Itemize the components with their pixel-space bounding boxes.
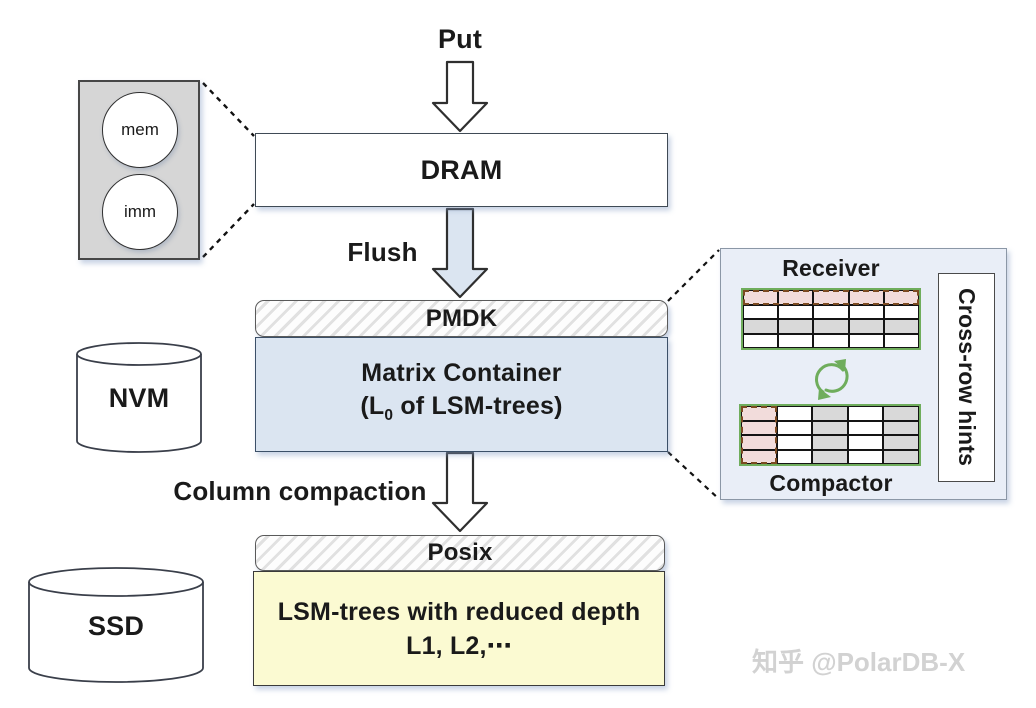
matrix-cell-white: [847, 449, 884, 464]
matrix-cell-white: [883, 333, 919, 348]
matrix-cell-gray: [883, 406, 919, 421]
matrix-cell-gray: [848, 319, 884, 334]
put-label: Put: [437, 24, 483, 54]
matrix-cell-gray: [883, 420, 919, 435]
watermark-text: 知乎 @PolarDB-X: [752, 647, 966, 677]
memtable-label: mem: [121, 120, 159, 139]
posix-bar: Posix: [255, 535, 665, 571]
matrix-panel-connector-bottom: [667, 451, 720, 500]
matrix-cell-gray: [812, 435, 848, 450]
lsm-trees-line2: L1, L2,⋯: [406, 631, 512, 660]
matrix-cell-white: [776, 406, 813, 421]
swap-cycle-icon: [815, 359, 849, 400]
matrix-cell-white: [778, 304, 814, 319]
ssd-label: SSD: [87, 611, 145, 641]
matrix-cell-white: [776, 449, 813, 464]
matrix-cell-white: [743, 333, 779, 348]
lsm-trees-box: LSM-trees with reduced depth L1, L2,⋯: [253, 571, 665, 686]
receiver-label: Receiver: [782, 255, 880, 281]
receiver-active-row-highlight: [743, 290, 919, 305]
pmdk-label: PMDK: [425, 304, 498, 332]
matrix-cell-white: [813, 333, 849, 348]
matrix-cell-white: [847, 406, 884, 421]
put-arrow-icon: [431, 60, 489, 133]
matrix-cell-white: [848, 333, 884, 348]
compactor-label: Compactor: [769, 470, 893, 496]
nvm-label: NVM: [108, 383, 170, 413]
cross-row-hints-box: Cross-row hints: [938, 273, 995, 482]
matrix-cell-gray: [813, 319, 849, 334]
matrix-cell-white: [813, 304, 849, 319]
flush-arrow-icon: [431, 207, 489, 299]
matrix-cell-gray: [778, 319, 814, 334]
immutable-memtable-circle: imm: [102, 174, 178, 250]
matrix-cell-gray: [883, 449, 919, 464]
matrix-line2-subscript: 0: [384, 407, 394, 424]
matrix-cell-white: [847, 435, 884, 450]
memtable-dram-connector-top: [202, 82, 255, 137]
memtable-dram-connector-bottom: [202, 203, 255, 258]
matrix-container-box: Matrix Container (L0 of LSM-trees): [255, 337, 668, 452]
matrix-cell-gray: [883, 435, 919, 450]
matrix-cell-white: [847, 420, 884, 435]
matrix-container-line1: Matrix Container: [361, 359, 562, 387]
dram-box: DRAM: [255, 133, 668, 207]
matrix-line2-prefix: (L: [360, 392, 385, 420]
column-compaction-label: Column compaction: [173, 476, 427, 506]
matrix-cell-white: [883, 304, 919, 319]
matrix-cell-white: [848, 304, 884, 319]
matrix-cell-gray: [812, 406, 848, 421]
matrix-container-line2: (L0 of LSM-trees): [360, 390, 562, 432]
memtable-circle: mem: [102, 92, 178, 168]
column-compaction-arrow-icon: [431, 451, 489, 533]
matrix-cell-gray: [812, 449, 848, 464]
compactor-active-column-highlight: [741, 406, 778, 464]
matrix-panel-connector-top: [667, 249, 720, 302]
dram-label: DRAM: [420, 154, 503, 185]
compactor-table: [739, 404, 921, 466]
matrix-detail-panel: Receiver Compactor Cross-row hints: [720, 248, 1007, 500]
matrix-cell-gray: [743, 319, 779, 334]
immutable-memtable-label: imm: [123, 202, 157, 221]
pmdk-bar: PMDK: [255, 300, 668, 337]
matrix-cell-white: [778, 333, 814, 348]
matrix-cell-white: [743, 304, 779, 319]
matrix-cell-white: [776, 435, 813, 450]
receiver-table: [741, 288, 921, 350]
cross-row-hints-label: Cross-row hints: [954, 288, 980, 467]
matrix-cell-white: [776, 420, 813, 435]
posix-label: Posix: [427, 539, 493, 566]
matrix-cell-gray: [883, 319, 919, 334]
lsm-trees-line1: LSM-trees with reduced depth: [277, 597, 641, 626]
matrix-cell-gray: [812, 420, 848, 435]
matrix-line2-suffix: of LSM-trees): [393, 392, 563, 420]
flush-label: Flush: [347, 237, 418, 267]
memtable-group-box: mem imm: [78, 80, 200, 260]
